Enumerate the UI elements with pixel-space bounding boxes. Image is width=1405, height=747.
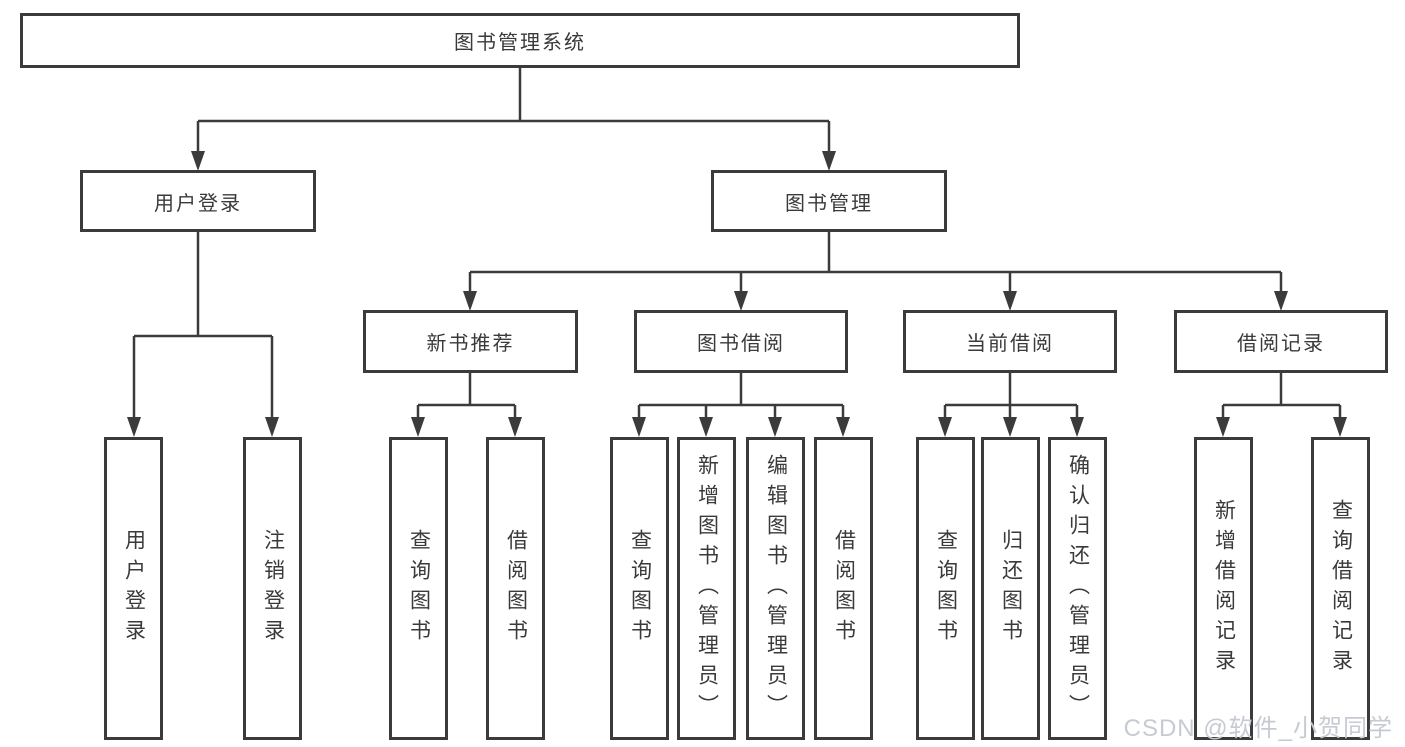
leaf-edit-book-admin: 编辑图书（管理员） bbox=[746, 437, 805, 740]
leaf-return-book: 归还图书 bbox=[981, 437, 1040, 740]
node-borrowing-records: 借阅记录 bbox=[1174, 310, 1388, 373]
leaf-query-books-borrowing: 查询图书 bbox=[610, 437, 669, 740]
leaf-logout: 注销登录 bbox=[243, 437, 302, 740]
node-current-borrowing-label: 当前借阅 bbox=[966, 333, 1054, 355]
leaf-borrow-books-borrowing: 借阅图书 bbox=[814, 437, 873, 740]
leaf-borrow-books-recommend: 借阅图书 bbox=[486, 437, 545, 740]
csdn-watermark: CSDN @软件_小贺同学 bbox=[1123, 715, 1393, 742]
node-user-login: 用户登录 bbox=[80, 170, 316, 232]
node-new-book-recommend: 新书推荐 bbox=[363, 310, 578, 373]
arrowheads bbox=[127, 151, 1347, 437]
node-root-label: 图书管理系统 bbox=[454, 32, 586, 54]
node-book-management: 图书管理 bbox=[711, 170, 947, 232]
leaf-query-borrow-record: 查询借阅记录 bbox=[1311, 437, 1370, 740]
node-current-borrowing: 当前借阅 bbox=[903, 310, 1117, 373]
node-book-borrowing-label: 图书借阅 bbox=[697, 333, 785, 355]
leaf-add-book-admin: 新增图书（管理员） bbox=[677, 437, 736, 740]
leaf-user-login: 用户登录 bbox=[104, 437, 163, 740]
leaf-confirm-return-admin: 确认归还（管理员） bbox=[1048, 437, 1107, 740]
node-user-login-label: 用户登录 bbox=[154, 192, 242, 215]
leaf-query-books-current: 查询图书 bbox=[916, 437, 975, 740]
node-new-book-recommend-label: 新书推荐 bbox=[426, 333, 515, 355]
node-book-management-label: 图书管理 bbox=[785, 192, 873, 215]
node-book-borrowing: 图书借阅 bbox=[634, 310, 848, 373]
leaf-query-books-recommend: 查询图书 bbox=[389, 437, 448, 740]
node-borrowing-records-label: 借阅记录 bbox=[1237, 333, 1325, 355]
node-root: 图书管理系统 bbox=[20, 13, 1020, 68]
leaf-add-borrow-record: 新增借阅记录 bbox=[1194, 437, 1253, 740]
